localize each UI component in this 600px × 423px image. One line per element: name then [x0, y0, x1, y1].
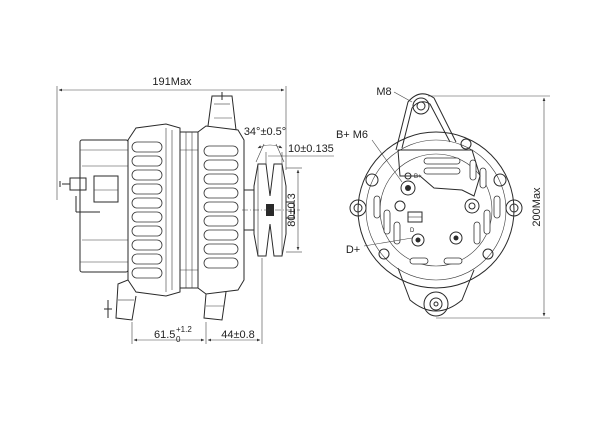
mounting-lugs [395, 93, 475, 317]
mount-offset-sub: 0 [176, 335, 181, 344]
front-frame [197, 125, 245, 295]
pulley [242, 163, 300, 257]
terminals: B+ D [394, 172, 480, 247]
b-plus-small-label: B+ [414, 174, 422, 180]
b-plus-label: B+ M6 [336, 129, 368, 141]
pulley-diameter-label: 80±0.3 [286, 193, 298, 227]
pulley-diameter-dimension: 80±0.3 [286, 167, 302, 253]
m8-label: M8 [376, 86, 391, 98]
regulator-plate [397, 138, 481, 197]
d-plus-terminal [411, 233, 425, 247]
top-mounting-ear [207, 92, 237, 131]
overall-length-label: 191Max [152, 76, 192, 88]
end-view: 200Max [336, 86, 550, 319]
overall-height-label: 200Max [531, 187, 543, 227]
pulley-offset-dimension: 44±0.8 [207, 258, 263, 344]
bottom-mounting-ear [104, 279, 227, 321]
d-small-label: D [410, 228, 415, 234]
b-plus-terminal: B+ [400, 172, 422, 196]
mount-offset-sup: +1.2 [176, 325, 192, 334]
mount-offset-dimension: 61.5 +1.2 0 [131, 322, 207, 344]
v-angle-label: 34°±0.5° [244, 126, 286, 138]
mount-offset-label: 61.5 [154, 329, 175, 341]
pulley-offset-label: 44±0.8 [221, 329, 255, 341]
groove-width-dimension: 10±0.135 [265, 143, 334, 164]
v-angle-dimension: 34°±0.5° [244, 126, 286, 163]
groove-width-label: 10±0.135 [288, 143, 334, 155]
overall-height-dimension: 200Max [428, 95, 550, 319]
d-plus-label: D+ [346, 244, 360, 256]
terminal-callouts: M8 B+ M6 D+ [336, 86, 413, 256]
rear-housing [59, 139, 129, 273]
stator-ring [179, 131, 199, 289]
rear-frame [127, 123, 181, 297]
overall-length-dimension: 191Max [56, 76, 287, 200]
side-view: 191Max [56, 76, 334, 344]
vent-slots [373, 159, 501, 265]
